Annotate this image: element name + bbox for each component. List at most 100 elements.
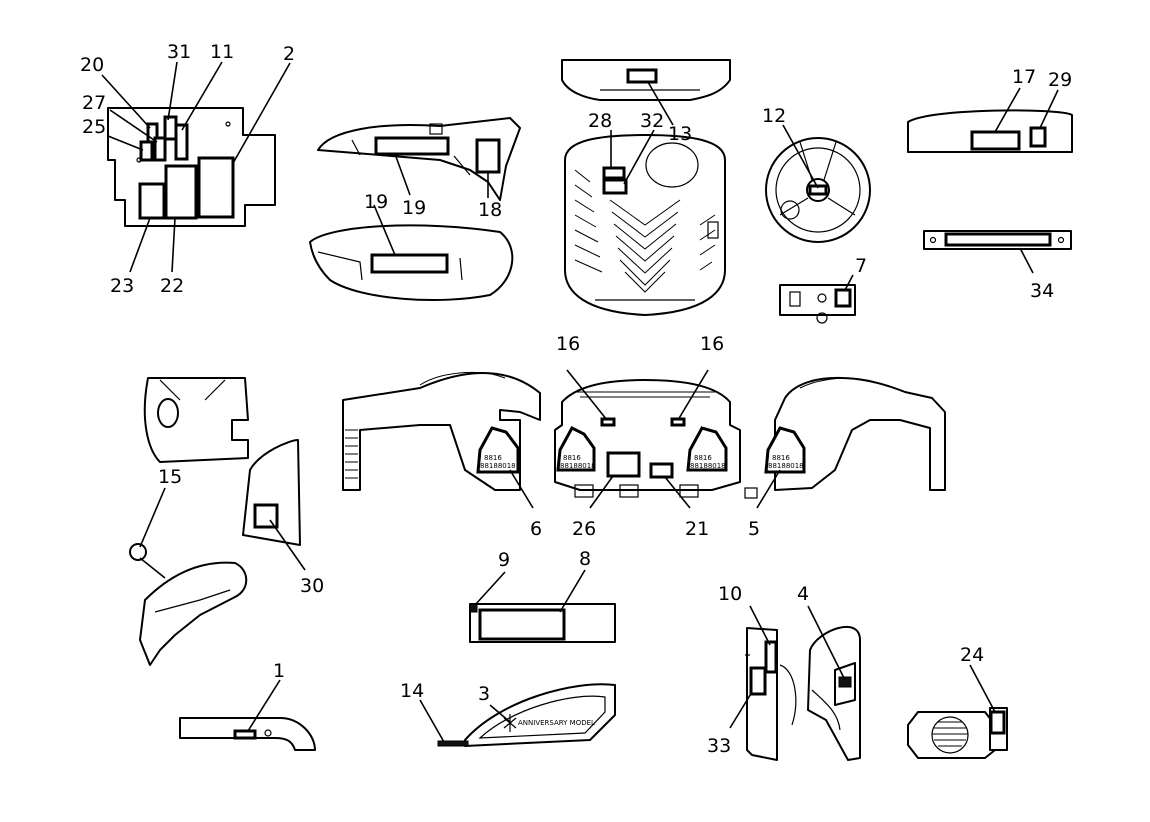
callout-16-right: 16 — [700, 333, 724, 355]
callout-31: 31 — [167, 41, 191, 63]
callout-32: 32 — [640, 110, 664, 132]
callout-leaders-group-b — [373, 153, 489, 256]
engine-box-part — [907, 707, 1008, 759]
callout-26: 26 — [572, 518, 596, 540]
callout-25: 25 — [82, 116, 106, 138]
handle-post-part — [745, 627, 797, 761]
callout-5: 5 — [748, 518, 760, 540]
callout-33: 33 — [707, 735, 731, 757]
callout-9: 9 — [498, 549, 510, 571]
decal-28[interactable] — [602, 166, 626, 180]
callout-19-lower: 19 — [364, 191, 388, 213]
decal-11[interactable] — [174, 123, 189, 161]
decal-hand-left[interactable] — [556, 426, 596, 472]
callout-24: 24 — [960, 644, 984, 666]
bag-door-part — [807, 625, 861, 761]
decal-30[interactable] — [253, 503, 279, 529]
decal-14[interactable] — [437, 740, 469, 747]
decal-1[interactable] — [233, 729, 257, 740]
decal-17[interactable] — [970, 130, 1021, 151]
decal-19-upper[interactable] — [374, 136, 450, 156]
callout-3: 3 — [478, 683, 490, 705]
hand-decal-labels: 8816 88188018 8816 88188018 8816 8818801… — [480, 454, 804, 470]
decal-13[interactable] — [626, 68, 658, 84]
callout-34: 34 — [1030, 280, 1054, 302]
decal-24[interactable] — [989, 710, 1006, 735]
callout-leaders-group-g — [139, 487, 306, 579]
decal-3[interactable]: ANNIVERSARY MODEL — [518, 719, 595, 727]
callout-27: 27 — [82, 92, 106, 114]
decal-5[interactable] — [764, 426, 806, 474]
bracket-part — [923, 230, 1072, 250]
decal-8[interactable] — [478, 608, 566, 641]
hand-code-6: 8816 — [484, 454, 502, 462]
decal-25[interactable] — [139, 140, 154, 162]
steering-wheel-part — [765, 137, 871, 243]
callout-30: 30 — [300, 575, 324, 597]
callout-leaders-group-e — [994, 87, 1059, 274]
hand-warning-5: 88188018 — [768, 462, 804, 470]
decal-19-lower[interactable] — [370, 253, 449, 274]
callout-13: 13 — [668, 123, 692, 145]
dash-top-part — [561, 59, 731, 101]
decal-6[interactable] — [476, 426, 520, 474]
callout-6: 6 — [530, 518, 542, 540]
decal-22[interactable] — [164, 164, 198, 220]
callout-7: 7 — [855, 255, 867, 277]
callout-19-upper: 19 — [402, 197, 426, 219]
callout-14: 14 — [400, 680, 424, 702]
shield-panel-part — [242, 439, 301, 546]
decal-12[interactable] — [808, 184, 828, 196]
hand-warning-right: 88188018 — [690, 462, 726, 470]
upper-console-part — [317, 117, 521, 201]
decal-7[interactable] — [834, 288, 852, 308]
callout-leaders-group-h — [474, 569, 586, 613]
decal-26[interactable] — [606, 451, 641, 478]
callout-29: 29 — [1048, 69, 1072, 91]
callout-12: 12 — [762, 105, 786, 127]
callout-22: 22 — [160, 275, 184, 297]
callout-leaders-group-f — [509, 369, 781, 509]
callout-23: 23 — [110, 275, 134, 297]
callout-leaders-group-a — [101, 61, 291, 273]
callout-28: 28 — [588, 110, 612, 132]
armrest-part — [129, 543, 248, 666]
decal-32[interactable] — [602, 178, 628, 195]
decal-16-left[interactable] — [600, 417, 616, 427]
callout-1: 1 — [273, 660, 285, 682]
decal-21[interactable] — [649, 462, 674, 479]
basket-side-part: ANNIVERSARY MODEL — [437, 683, 616, 747]
decal-33[interactable] — [749, 666, 767, 696]
bag-holder-part — [469, 603, 616, 643]
seat-back-part — [907, 109, 1073, 153]
decal-29[interactable] — [1029, 126, 1047, 148]
callout-leaders-group-d — [782, 124, 854, 291]
callout-21: 21 — [685, 518, 709, 540]
rail-part — [179, 717, 316, 751]
decal-18[interactable] — [475, 138, 501, 174]
hand-warning-left: 88188018 — [560, 462, 596, 470]
decal-15[interactable] — [129, 543, 147, 561]
right-fender-part — [744, 376, 946, 499]
decal-4[interactable] — [838, 676, 852, 688]
decal-10[interactable] — [764, 640, 778, 674]
hand-code-right: 8816 — [694, 454, 712, 462]
decal-hand-right[interactable] — [686, 426, 728, 472]
decal-2[interactable] — [197, 156, 235, 219]
decal-9[interactable] — [469, 603, 478, 613]
callout-leaders-group-j — [729, 605, 996, 729]
callout-10: 10 — [718, 583, 742, 605]
decal-27[interactable] — [153, 136, 167, 162]
callout-labels: 20 31 11 2 27 25 23 22 19 18 19 28 32 13… — [80, 41, 1072, 757]
callout-18: 18 — [478, 199, 502, 221]
decal-34[interactable] — [944, 232, 1052, 247]
decal-31[interactable] — [163, 115, 178, 141]
callout-15: 15 — [158, 466, 182, 488]
lower-console-part — [309, 224, 514, 301]
left-fender-part — [342, 371, 541, 491]
decal-23[interactable] — [138, 182, 166, 220]
callout-leaders-group-c — [610, 81, 674, 185]
front-cowl-part — [143, 377, 249, 463]
callout-4: 4 — [797, 583, 809, 605]
